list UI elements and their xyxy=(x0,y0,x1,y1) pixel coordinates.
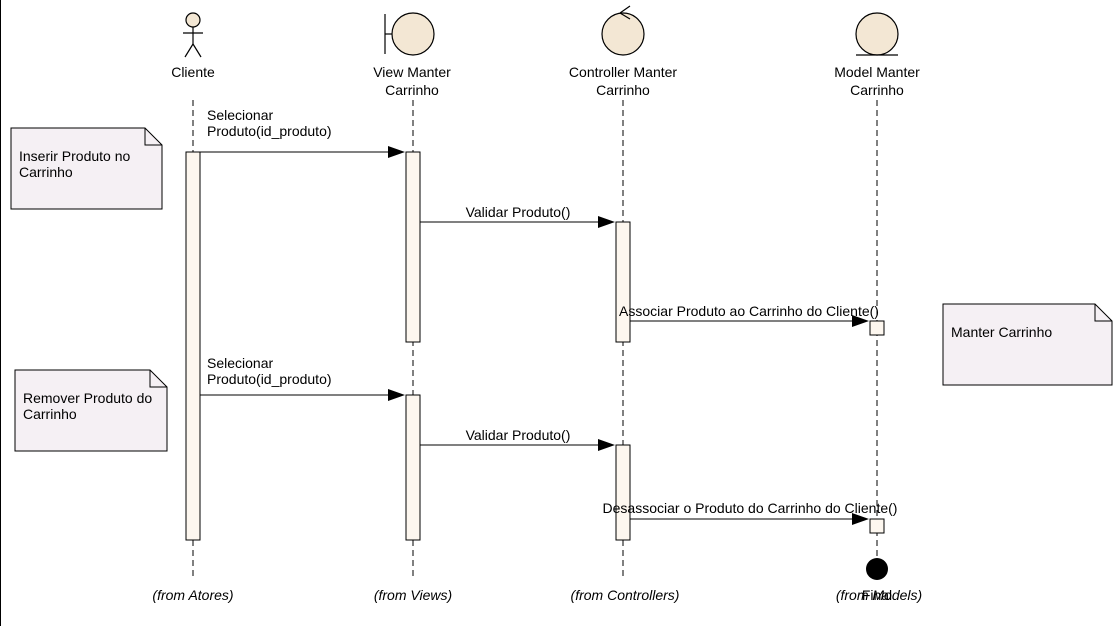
note: Manter Carrinho xyxy=(942,303,1113,386)
message-label-dissociate: Desassociar o Produto do Carrinho do Cli… xyxy=(603,500,898,516)
message-label-associate: Associar Produto ao Carrinho do Cliente(… xyxy=(619,303,879,319)
note-text-line2: Carrinho xyxy=(23,406,77,422)
activation-view-1 xyxy=(405,151,421,343)
message-label-validate-2: Validar Produto() xyxy=(466,427,571,443)
note-text-line1: Manter Carrinho xyxy=(951,324,1052,340)
note: Inserir Produto no Carrinho xyxy=(10,127,163,210)
message-label-validate-1: Validar Produto() xyxy=(466,204,571,220)
package-caption-controllers: (from Controllers) xyxy=(571,587,680,603)
package-caption-models: (from Models) xyxy=(836,587,922,603)
message-arrow xyxy=(420,439,615,451)
message-arrow xyxy=(420,216,615,228)
package-caption-atores: (from Atores) xyxy=(152,587,233,603)
activation-model-1 xyxy=(869,320,885,336)
participant-name-cliente: Cliente xyxy=(171,64,215,80)
participant-name-model-line1: Model Manter xyxy=(834,64,920,80)
activation-model-2 xyxy=(869,518,885,534)
participant-name-controller-line1: Controller Manter xyxy=(569,64,677,80)
note-text-line2: Carrinho xyxy=(19,164,73,180)
message-label-select-1-line1: Selecionar xyxy=(207,107,273,123)
participant-name-view-line2: Carrinho xyxy=(385,82,439,98)
final-node-icon xyxy=(866,558,888,580)
entity-icon xyxy=(855,12,899,56)
control-icon xyxy=(601,5,645,56)
activation-controller-1 xyxy=(615,221,631,343)
note-text-line1: Remover Produto do xyxy=(23,390,152,406)
message-label-select-2-line1: Selecionar xyxy=(207,355,273,371)
activation-controller-2 xyxy=(615,444,631,541)
participant-name-view-line1: View Manter xyxy=(373,64,451,80)
message-label-select-2-line2: Produto(id_produto) xyxy=(207,371,332,387)
message-arrow xyxy=(630,513,869,525)
participant-name-controller-line2: Carrinho xyxy=(596,82,650,98)
boundary-icon xyxy=(384,12,435,56)
message-arrow xyxy=(200,389,405,401)
final-node-label: Final xyxy=(862,587,892,603)
activation-cliente xyxy=(185,151,201,541)
message-arrow xyxy=(200,146,405,158)
message-arrow xyxy=(630,315,869,327)
activation-view-2 xyxy=(405,394,421,541)
note-text-line1: Inserir Produto no xyxy=(19,148,130,164)
message-label-select-1-line2: Produto(id_produto) xyxy=(207,123,332,139)
package-caption-views: (from Views) xyxy=(374,587,452,603)
actor-figure-icon xyxy=(183,12,203,58)
participant-name-model-line2: Carrinho xyxy=(850,82,904,98)
note: Remover Produto do Carrinho xyxy=(14,369,168,452)
